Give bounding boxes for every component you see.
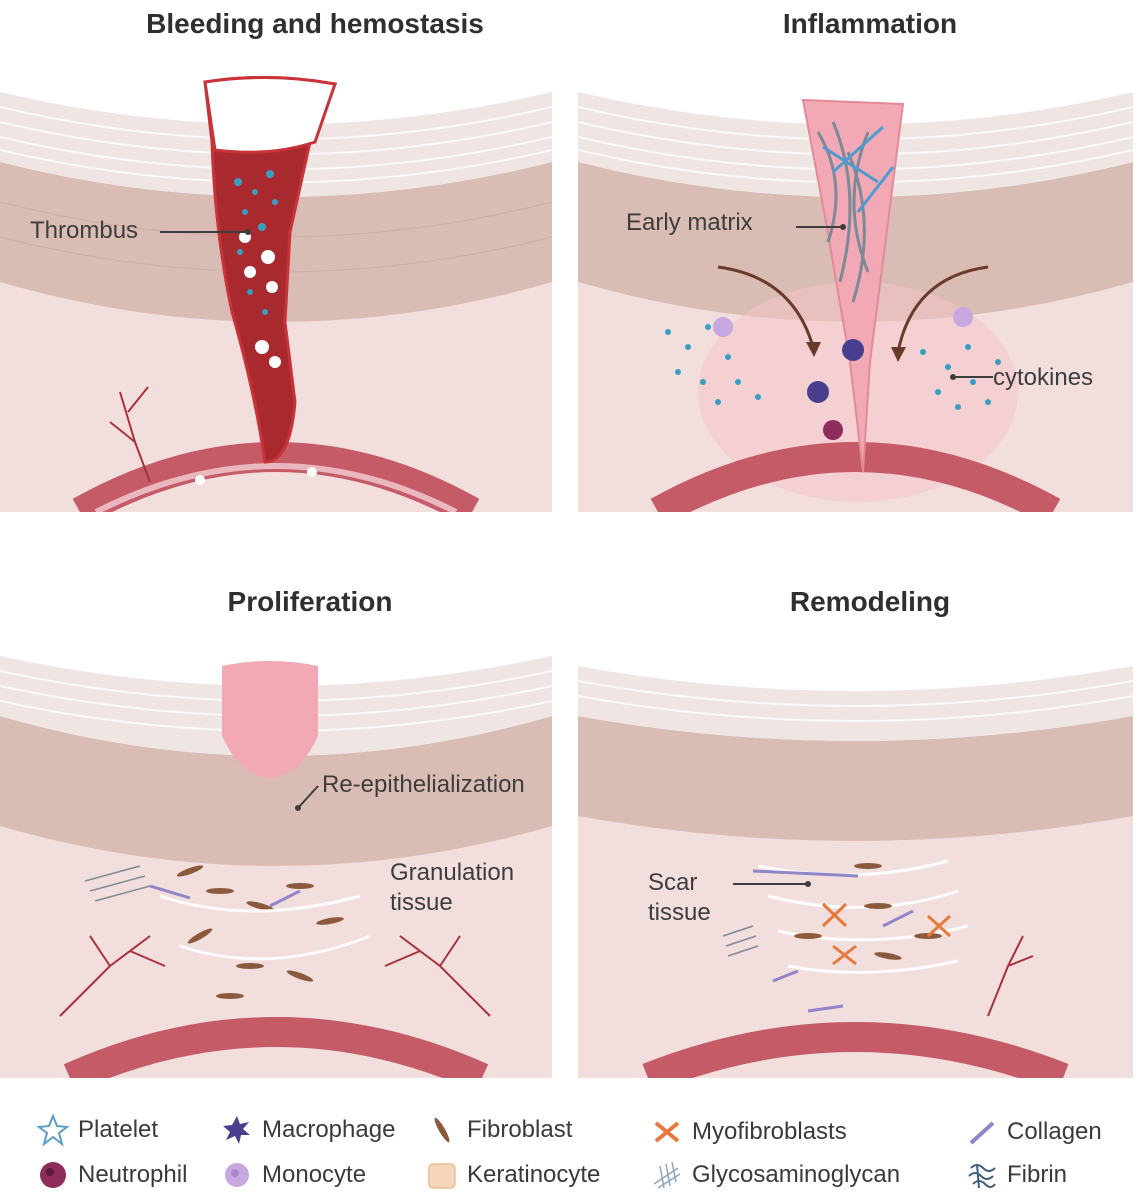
legend-label-collagen: Collagen bbox=[1007, 1118, 1102, 1145]
panel-hemostasis: Thrombus bbox=[0, 62, 552, 512]
label-granulation-tissue: Granulation tissue bbox=[390, 859, 515, 916]
legend-monocyte: Monocyte bbox=[220, 1158, 366, 1192]
collagen-icon bbox=[965, 1115, 999, 1149]
label-cytokines: cytokines bbox=[993, 364, 1094, 391]
cytokines-cluster bbox=[665, 324, 1001, 410]
legend-label-fibroblast: Fibroblast bbox=[467, 1116, 573, 1143]
label-reepithelialization: Re-epithelialization bbox=[322, 771, 525, 798]
inflammation-illustration bbox=[578, 62, 1133, 512]
proliferation-illustration bbox=[0, 636, 552, 1078]
legend-label-neutrophil: Neutrophil bbox=[78, 1161, 188, 1188]
panel-remodeling: Scar tissue bbox=[578, 636, 1133, 1078]
legend-fibrin: Fibrin bbox=[965, 1158, 1067, 1192]
title-inflammation: Inflammation bbox=[782, 8, 958, 39]
fibroblast-icon bbox=[425, 1113, 459, 1147]
label-early-matrix: Early matrix bbox=[626, 209, 753, 236]
title-proliferation: Proliferation bbox=[227, 586, 393, 617]
legend-label-keratinocyte: Keratinocyte bbox=[467, 1161, 601, 1188]
legend-myofibroblasts: Myofibroblasts bbox=[650, 1115, 847, 1149]
legend-macrophage: Macrophage bbox=[220, 1113, 395, 1147]
title-hemostasis: Bleeding and hemostasis bbox=[146, 8, 484, 39]
label-scar-tissue: Scar tissue bbox=[648, 869, 711, 926]
legend-label-platelet: Platelet bbox=[78, 1116, 159, 1143]
myofibroblast-icon bbox=[650, 1115, 684, 1149]
legend: Platelet Macrophage Fibroblast Myofibrob… bbox=[0, 1085, 1141, 1200]
legend-neutrophil: Neutrophil bbox=[36, 1158, 187, 1192]
legend-label-myofibroblasts: Myofibroblasts bbox=[692, 1118, 847, 1145]
keratinocyte-icon bbox=[425, 1158, 459, 1192]
legend-platelet: Platelet bbox=[36, 1113, 158, 1147]
legend-fibroblast: Fibroblast bbox=[425, 1113, 572, 1147]
hemostasis-illustration bbox=[0, 62, 552, 512]
legend-label-glycosaminoglycan: Glycosaminoglycan bbox=[692, 1161, 901, 1188]
panel-inflammation: Early matrix cytokines bbox=[578, 62, 1133, 512]
glycosaminoglycan-icon bbox=[650, 1158, 684, 1192]
panel-proliferation: Re-epithelialization Granulation tissue bbox=[0, 636, 552, 1078]
platelet-icon bbox=[36, 1113, 70, 1147]
label-thrombus: Thrombus bbox=[30, 217, 139, 244]
fibrin-icon bbox=[965, 1158, 999, 1192]
legend-label-monocyte: Monocyte bbox=[262, 1161, 367, 1188]
title-remodeling: Remodeling bbox=[789, 586, 951, 617]
remodeling-illustration bbox=[578, 636, 1133, 1078]
legend-label-macrophage: Macrophage bbox=[262, 1116, 396, 1143]
monocyte-icon bbox=[220, 1158, 254, 1192]
legend-glycosaminoglycan: Glycosaminoglycan bbox=[650, 1158, 900, 1192]
legend-collagen: Collagen bbox=[965, 1115, 1102, 1149]
legend-keratinocyte: Keratinocyte bbox=[425, 1158, 600, 1192]
macrophage-icon bbox=[220, 1113, 254, 1147]
neutrophil-icon bbox=[36, 1158, 70, 1192]
legend-label-fibrin: Fibrin bbox=[1007, 1161, 1068, 1188]
